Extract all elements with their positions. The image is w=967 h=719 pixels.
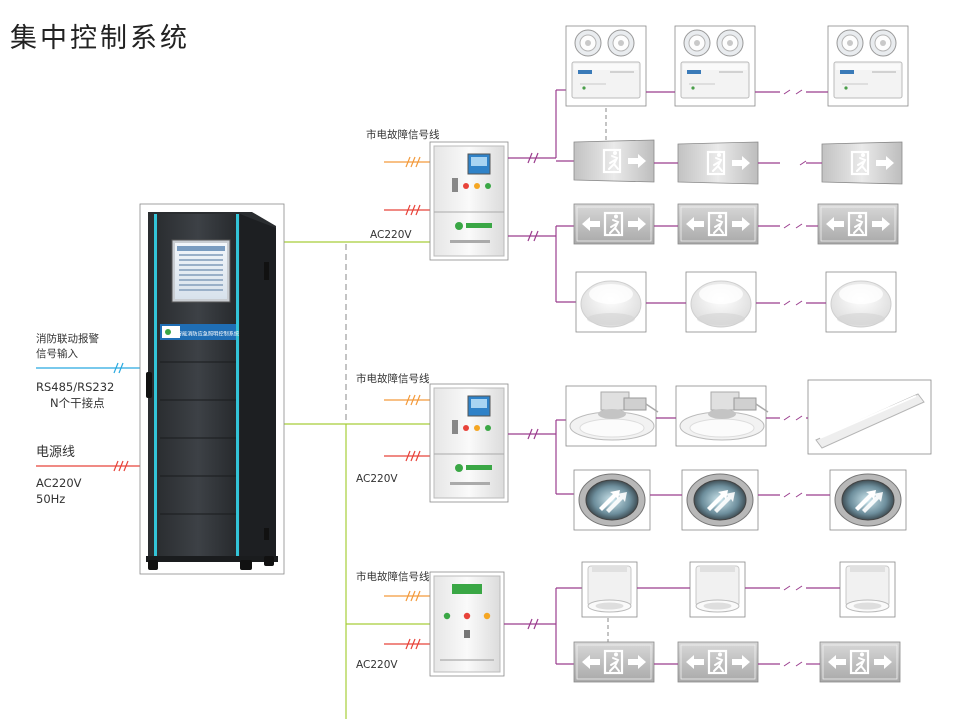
cylinder-light-3 (839, 561, 896, 618)
exit-sign-5 (676, 202, 760, 246)
fire-alarm-label-2: 信号输入 (36, 348, 78, 360)
exit-sign-9 (818, 640, 902, 684)
ceiling-light-3 (825, 271, 897, 333)
group1-ac-label: AC220V (370, 229, 412, 241)
control-cabinet: 智能消防应急照明控制系统 (139, 203, 285, 575)
emergency-light-3 (827, 25, 909, 107)
control-box-3 (429, 571, 505, 677)
downlight-1 (565, 385, 659, 447)
ceiling-light-2 (685, 271, 757, 333)
floor-indicator-1 (573, 469, 651, 531)
contacts-label: N个干接点 (50, 396, 105, 410)
group3-fault-label: 市电故障信号线 (356, 571, 430, 583)
rs485-label: RS485/RS232 (36, 380, 115, 394)
distribution-box-2 (429, 383, 509, 503)
frequency-label: 50Hz (36, 492, 66, 506)
exit-sign-6 (816, 202, 900, 246)
exit-sign-2 (676, 140, 760, 186)
exit-sign-1 (572, 138, 656, 184)
group-3 (384, 561, 902, 684)
emergency-light-1 (565, 25, 647, 107)
power-bus (284, 241, 430, 719)
page-title: 集中控制系统 (10, 23, 190, 54)
floor-indicator-3 (829, 469, 907, 531)
ceiling-light-1 (575, 271, 647, 333)
ac-voltage-label: AC220V (36, 476, 82, 490)
downlight-2 (675, 385, 769, 447)
cylinder-light-2 (689, 561, 746, 618)
group-2 (384, 379, 932, 531)
cabinet-panel-text: 智能消防应急照明控制系统 (177, 330, 239, 338)
fire-alarm-label-1: 消防联动报警 (36, 333, 99, 345)
exit-sign-4 (572, 202, 656, 246)
batten-light (807, 379, 932, 455)
exit-sign-7 (572, 640, 656, 684)
exit-sign-8 (676, 640, 760, 684)
group3-ac-label: AC220V (356, 659, 398, 671)
group-1 (384, 25, 909, 333)
group1-fault-label: 市电故障信号线 (366, 129, 440, 141)
distribution-box-1 (429, 141, 509, 261)
exit-sign-3 (820, 140, 904, 186)
cylinder-light-1 (581, 561, 638, 618)
floor-indicator-2 (681, 469, 759, 531)
power-line-label: 电源线 (36, 445, 76, 460)
emergency-light-2 (674, 25, 756, 107)
input-lines (36, 362, 140, 472)
group2-ac-label: AC220V (356, 473, 398, 485)
group2-fault-label: 市电故障信号线 (356, 373, 430, 385)
